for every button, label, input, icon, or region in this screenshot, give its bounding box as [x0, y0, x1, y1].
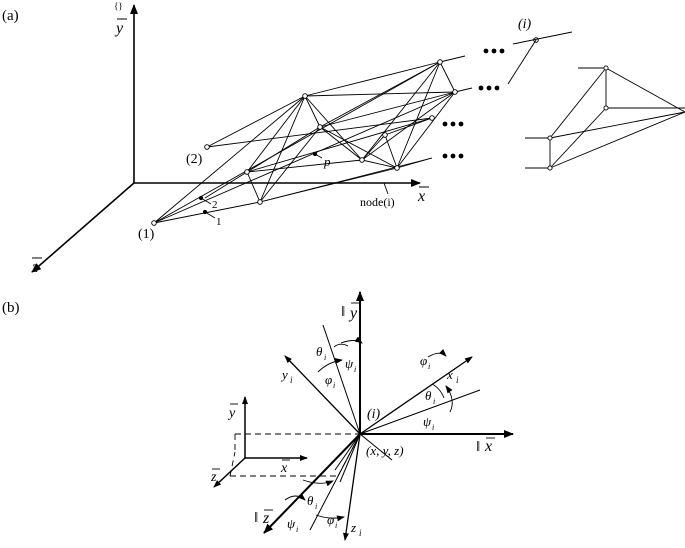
axis-top-mark: {} [114, 1, 123, 11]
right-partial-truss [525, 67, 685, 169]
line-1-label: 1 [216, 216, 222, 228]
local-z-axis [343, 433, 361, 541]
truss-members [153, 55, 473, 224]
panel-b-global-triad: y x z [210, 396, 308, 488]
line-2-label: 2 [212, 199, 218, 211]
node-i-label: node(i) [360, 195, 395, 209]
node-coords-label: (x, y, z) [366, 443, 404, 458]
panel-a: (a) {} y x z [2, 1, 685, 276]
triad-z-label: z [210, 470, 217, 485]
theta-right-sub: i [433, 397, 435, 406]
psi-label-bottom: ψ [287, 516, 296, 531]
phi-top-sub: i [333, 381, 335, 390]
marker-leaders [200, 153, 323, 219]
phi-label-right: φ [420, 353, 427, 368]
psi-bottom-sub: i [296, 525, 298, 534]
parallel-mark-z: ‖ [254, 510, 258, 526]
z-axis-label: z [31, 259, 39, 276]
panel-a-label: (a) [2, 8, 19, 24]
z-axis-line [31, 182, 135, 273]
truss-joints [151, 37, 539, 226]
panel-b: (b) y x z [2, 291, 514, 541]
node-i-segments [507, 31, 573, 85]
node-1-label: (1) [138, 227, 155, 242]
local-y-label: y [280, 367, 288, 382]
angle-arcs [284, 336, 453, 522]
local-x-label: x [446, 367, 453, 382]
local-x-axis [359, 356, 473, 435]
parallel-mark-x: ‖ [476, 439, 480, 455]
panel-a-global-axes: {} y x z [31, 1, 429, 276]
phi-right-sub: i [428, 362, 430, 371]
local-y-axis [284, 355, 361, 435]
node-2-label: (2) [186, 152, 203, 167]
local-y-sub: i [290, 375, 293, 385]
theta-label-top: θ [316, 344, 323, 359]
psi-right-sub: i [432, 423, 434, 432]
theta-label-right: θ [425, 388, 432, 403]
continuation-dots [442, 48, 505, 159]
triad-y-label: y [227, 406, 236, 421]
node-z-axis [263, 433, 361, 534]
psi-label-top: ψ [345, 356, 354, 371]
node-y-label: y [348, 305, 358, 322]
triad-x-label: x [280, 461, 288, 476]
node-global-axes [263, 291, 514, 534]
parallel-mark-y: ‖ [341, 304, 345, 320]
local-z-sub: i [359, 528, 362, 538]
panel-b-label: (b) [2, 300, 20, 316]
psi-top-sub: i [354, 365, 356, 374]
theta-label-bottom: θ [307, 493, 314, 508]
phi-bottom-sub: i [335, 521, 337, 530]
point-p-label: p [323, 154, 331, 169]
node-i-label-b: (i) [367, 407, 381, 422]
phi-label-bottom: φ [327, 512, 334, 527]
theta-top-sub: i [324, 353, 326, 362]
node-i-top-label: (i) [518, 17, 532, 32]
x-axis-label: x [417, 188, 425, 205]
node-x-label: x [484, 438, 492, 455]
phi-label-top: φ [325, 372, 332, 387]
right-partial-joints [547, 65, 609, 171]
node-local-axes [284, 324, 481, 541]
theta-bottom-sub: i [315, 502, 317, 511]
local-x-sub: i [456, 375, 459, 385]
psi-label-right: ψ [423, 414, 432, 429]
local-z-label: z [350, 520, 356, 535]
node-z-label: z [262, 510, 270, 527]
y-axis-label: y [114, 20, 124, 37]
